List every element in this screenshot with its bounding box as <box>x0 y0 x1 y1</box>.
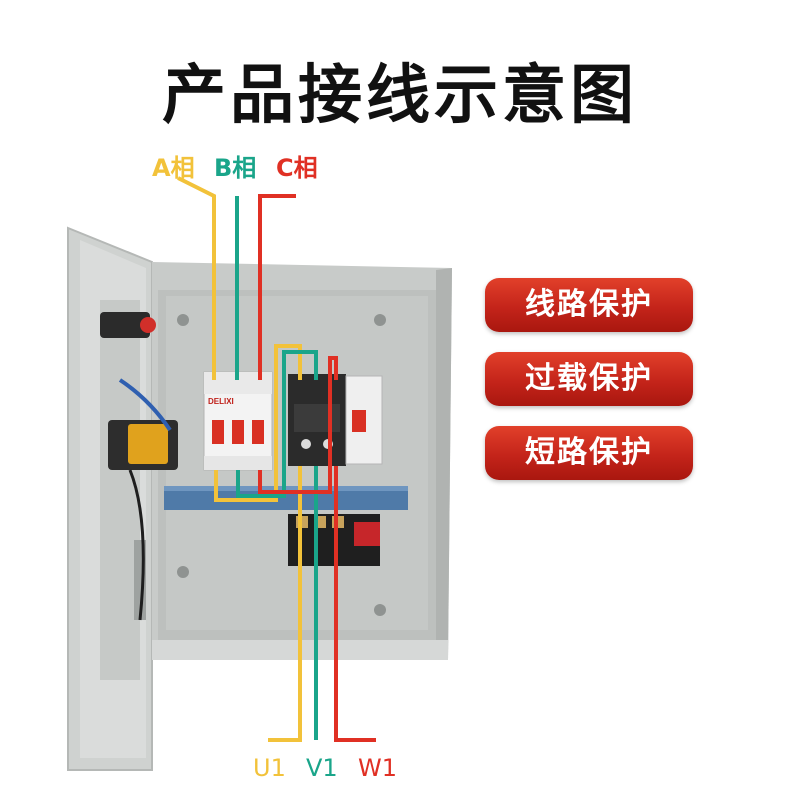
feature-badge-line-protection: 线路保护 <box>485 278 693 332</box>
feature-badge-overload-protection: 过载保护 <box>485 352 693 406</box>
phase-label-a: A相 <box>152 154 195 182</box>
feature-badge-short-circuit-protection: 短路保护 <box>485 426 693 480</box>
circuit-breaker: DELIXI <box>203 371 273 471</box>
terminal-label-v1: V1 <box>306 754 338 782</box>
terminal-label-w1: W1 <box>358 754 397 782</box>
breaker-brand-label: DELIXI <box>208 397 234 406</box>
door-components <box>100 312 178 621</box>
phase-label-b: B相 <box>214 154 257 182</box>
phase-label-c: C相 <box>276 154 318 182</box>
terminal-label-u1: U1 <box>253 754 286 782</box>
phase-wires <box>177 176 376 742</box>
contactor <box>288 374 383 466</box>
page-title: 产品接线示意图 <box>162 59 638 133</box>
